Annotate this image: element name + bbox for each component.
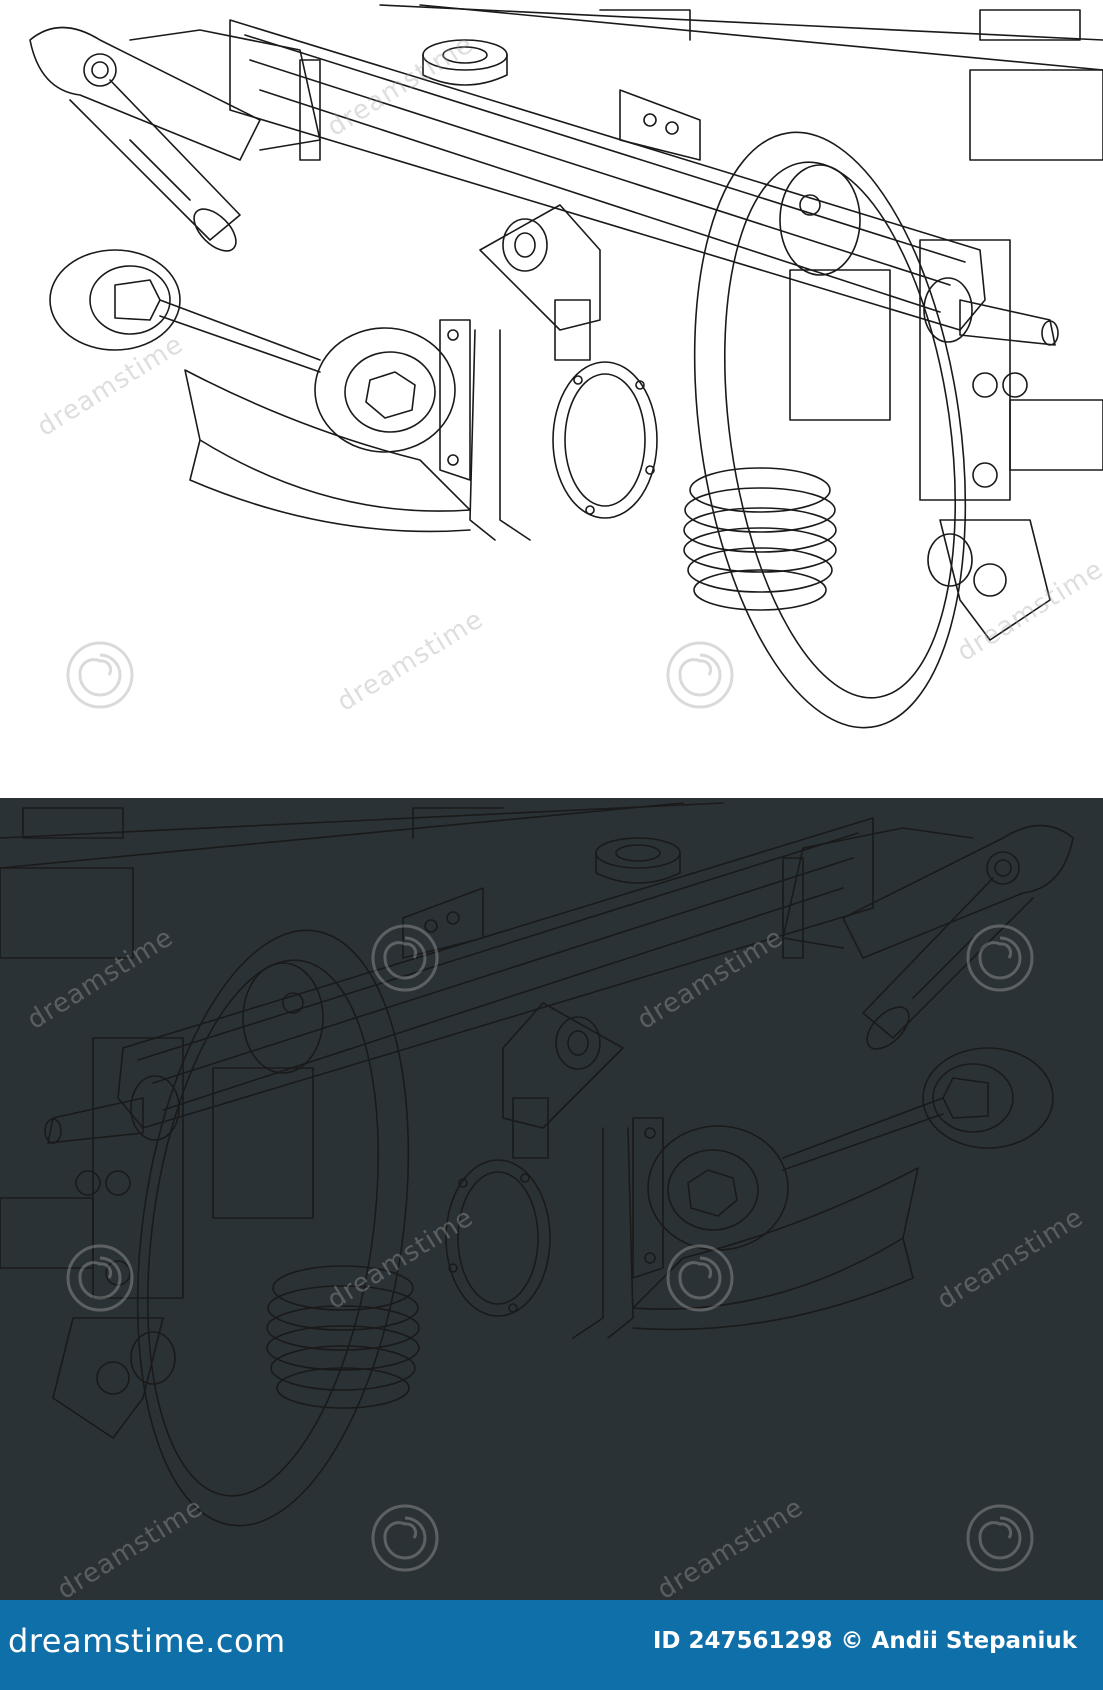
watermark-spiral-icon	[666, 1244, 734, 1312]
watermark-spiral-icon	[966, 1504, 1034, 1572]
watermark-spiral-icon	[66, 641, 134, 709]
watermark-spiral-icon	[371, 924, 439, 992]
bogie-line-drawing-dark	[0, 802, 1074, 1544]
stock-footer-bar: dreamstime.com ID 247561298 © Andii Step…	[0, 1600, 1103, 1690]
watermark-spiral-icon	[666, 641, 734, 709]
watermark-spiral-icon	[371, 1504, 439, 1572]
footer-image-id: ID 247561298 © Andii Stepaniuk	[652, 1628, 1077, 1654]
dark-blueprint-panel: dreamstime dreamstime dreamstime dreamst…	[0, 798, 1103, 1600]
light-blueprint-panel: dreamstime dreamstime dreamstime dreamst…	[0, 0, 1103, 793]
watermark-spiral-icon	[66, 1244, 134, 1312]
bogie-line-drawing-light	[29, 4, 1103, 729]
footer-logo-text: dreamstime.com	[8, 1622, 286, 1660]
watermark-spiral-icon	[966, 924, 1034, 992]
